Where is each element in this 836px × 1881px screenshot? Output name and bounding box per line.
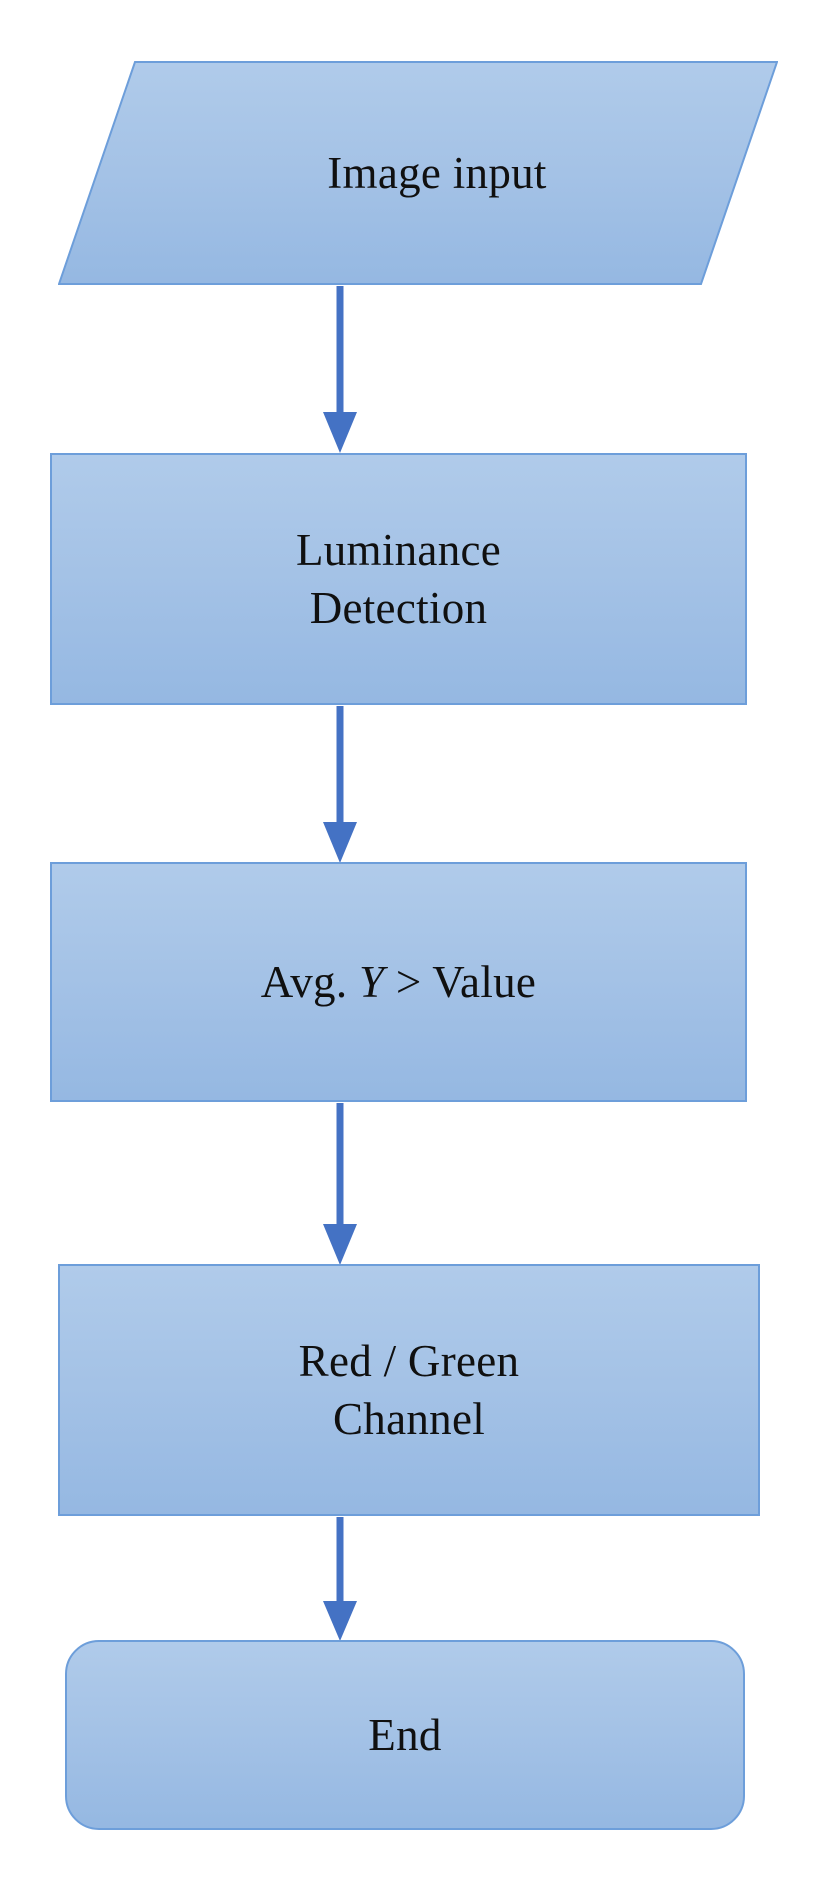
arrow-down-icon [323,1103,357,1265]
flowchart-node-avg-y-value[interactable]: Avg. Y > Value [50,862,747,1102]
arrow-down-icon [323,706,357,863]
flowchart-arrow-red-green-channel-to-end [310,1517,370,1642]
flowchart-node-luminance-detection-label: Luminance Detection [296,521,501,638]
flowchart-node-image-input[interactable]: Image input [58,61,778,285]
flowchart-node-image-input-label: Image input [327,147,547,198]
label-prefix: Avg. [260,956,359,1007]
flowchart-arrow-image-input-to-luminance-detection [310,286,370,454]
flowchart-node-luminance-detection[interactable]: Luminance Detection [50,453,747,705]
flowchart-node-end[interactable]: End [65,1640,745,1830]
parallelogram-shape [58,61,778,285]
label-suffix: > Value [384,956,537,1007]
label-line-1: Red / Green [298,1335,520,1386]
flowchart-arrow-avg-y-value-to-red-green-channel [310,1103,370,1266]
label-line-2: Channel [332,1394,486,1444]
arrow-down-icon [323,286,357,453]
arrow-down-icon [323,1517,357,1641]
label-line-2: Detection [309,583,488,633]
flowchart-node-avg-y-value-label: Avg. Y > Value [261,953,536,1012]
label-line-1: Luminance [295,524,502,575]
flowchart-node-red-green-channel-label: Red / Green Channel [299,1332,520,1449]
flowchart-node-red-green-channel[interactable]: Red / Green Channel [58,1264,760,1516]
flowchart-node-end-label: End [368,1709,442,1760]
flowchart-arrow-luminance-detection-to-avg-y-value [310,706,370,864]
label-italic-variable: Y [358,956,385,1007]
